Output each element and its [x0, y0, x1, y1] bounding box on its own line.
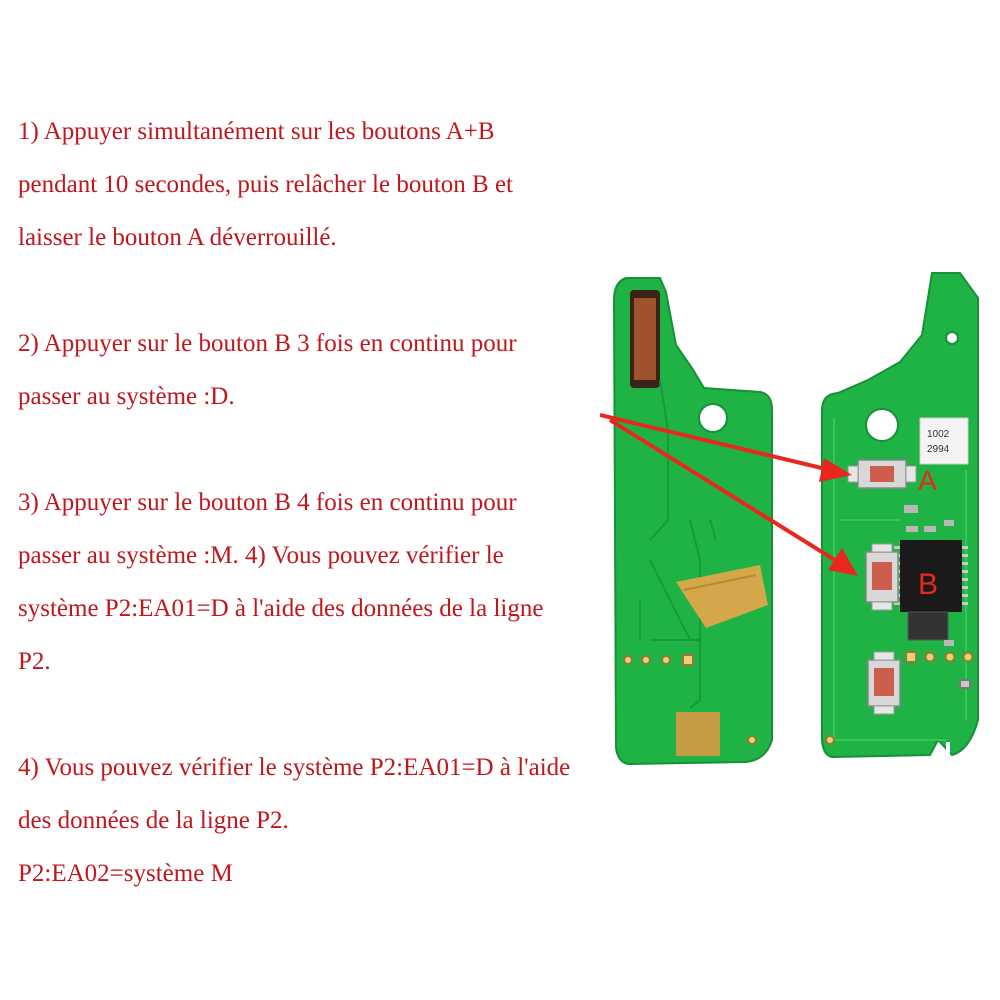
- header-pads: [825, 651, 974, 745]
- step3-line1: 3) Appuyer sur le bouton B 4 fois en con…: [18, 489, 517, 516]
- step2-line1: 2) Appuyer sur le bouton B 3 fois en con…: [18, 330, 517, 357]
- pcb-board-back: [612, 277, 773, 766]
- step4-line3: P2:EA02=système M: [18, 860, 233, 887]
- instructions-text: 1) Appuyer simultanément sur les boutons…: [18, 105, 678, 900]
- step1-line2: pendant 10 secondes, puis relâcher le bo…: [18, 171, 513, 198]
- spacer: [18, 423, 678, 476]
- step3-line4: P2.: [18, 648, 51, 675]
- microcontroller-chip: [894, 540, 968, 612]
- step4-line2: des données de la ligne P2.: [18, 807, 289, 834]
- step1-line3: laisser le bouton A déverrouillé.: [18, 224, 337, 251]
- pcb-board-front: 1002 2994 A B: [821, 272, 979, 759]
- button-b-switch: [865, 543, 899, 611]
- button-a-label: A: [918, 465, 937, 496]
- crystal-component: [907, 611, 949, 641]
- step3-line3: système P2:EA01=D à l'aide des données d…: [18, 595, 544, 622]
- step2-line2: passer au système :D.: [18, 383, 235, 410]
- spacer: [18, 688, 678, 741]
- button-b-label: B: [918, 568, 938, 601]
- gold-contact-pad: [676, 565, 768, 628]
- serial-sticker: [919, 417, 969, 465]
- step4-line1: 4) Vous pouvez vérifier le système P2:EA…: [18, 754, 571, 781]
- sticker-line1: 1002: [927, 429, 950, 440]
- arrow-to-button-b: [608, 418, 858, 576]
- button-a-switch: [847, 459, 917, 489]
- spacer: [18, 264, 678, 317]
- arrow-to-button-a: [600, 413, 852, 482]
- gold-contact-square: [676, 712, 720, 756]
- step3-line2: passer au système :M. 4) Vous pouvez vér…: [18, 542, 504, 569]
- step1-line1: 1) Appuyer simultanément sur les boutons…: [18, 118, 495, 145]
- pcb-figure: 1002 2994 A B: [600, 272, 979, 766]
- sticker-line2: 2994: [927, 444, 950, 455]
- button-c-switch: [867, 651, 901, 715]
